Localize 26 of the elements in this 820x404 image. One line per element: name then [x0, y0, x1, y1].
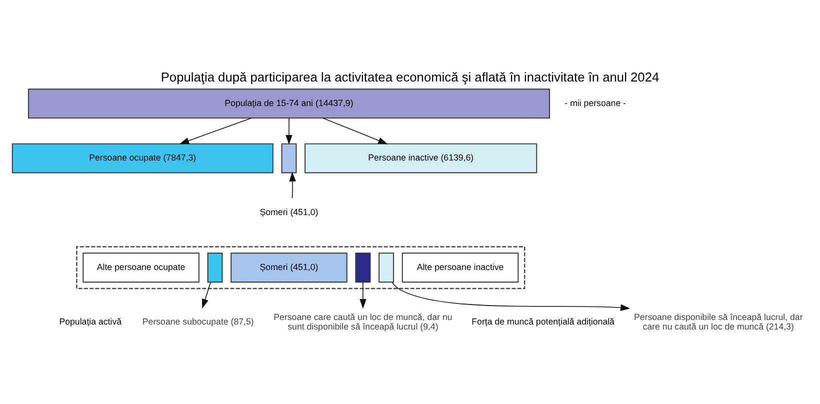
cluster [76, 246, 526, 289]
node-box: Persoane ocupate (7847,3) [12, 142, 274, 173]
node-box: Alte persoane inactive [402, 252, 519, 282]
node-text: Persoane subocupate (87,5) [142, 316, 254, 326]
arrow [202, 281, 211, 308]
node-text: Șomeri (451,0) [260, 206, 318, 217]
node-text: Persoane disponibile să înceapă lucrul, dar care nu caută un loc de muncă (214,3) [634, 311, 803, 331]
label: Forța de muncă potențială adițională [472, 316, 614, 326]
node-bar [281, 142, 297, 173]
arrow [179, 117, 252, 144]
arrow [322, 117, 388, 144]
node-box: Șomeri (451,0) [230, 252, 348, 282]
arrow [289, 171, 296, 198]
arrow [360, 281, 366, 308]
label: Populația activă [59, 316, 122, 326]
node-box: Populația de 15-74 ani (14437,9) [28, 88, 550, 118]
node-box: Persoane inactive (6139,6) [304, 142, 538, 173]
node-bar [378, 252, 394, 282]
node-text: Persoane care caută un loc de muncă, dar nu sunt disponibile să înceapă lucrul (9,4) [274, 311, 452, 331]
label: - mii persoane - [564, 97, 626, 108]
node-bar [207, 252, 223, 282]
diagram-title: Populaţia după participarea la activitatea economică şi aflată în inactivitate în anul 2024 [160, 69, 660, 84]
node-box: Alte persoane ocupate [82, 252, 200, 282]
arrow [286, 117, 292, 144]
arrow [392, 281, 630, 310]
node-bar [355, 252, 371, 282]
